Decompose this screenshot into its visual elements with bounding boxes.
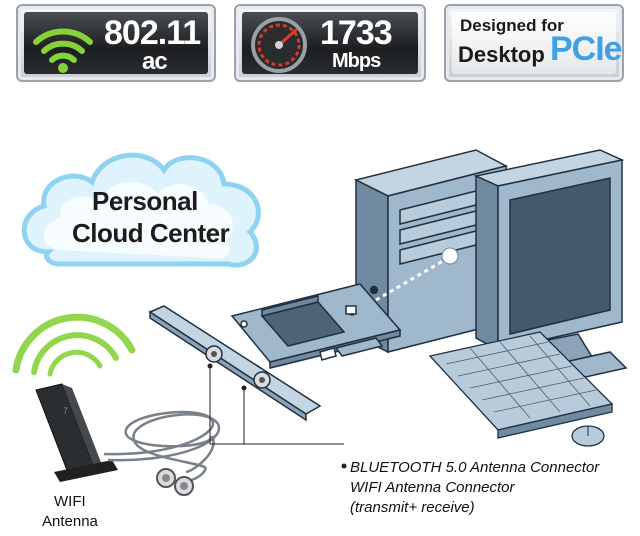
pcie-brand-text: PCIe [550,30,623,68]
antenna-connector-ports [205,345,271,389]
wifi-waves-icon [12,313,136,377]
pcie-badge: Designed for Desktop PCIe [444,4,624,82]
bluetooth-connector-label: BLUETOOTH 5.0 Antenna Connector [350,459,600,476]
wifi-connector-label: WIFI Antenna Connector [350,479,515,496]
cloud-title-line2: Cloud Center [72,218,230,248]
speed-badge: 1733 Mbps [234,4,426,82]
antenna-device: 7 [35,383,118,482]
wifi-standard-text: 802.11 [104,14,201,52]
connector-leader-lines [207,363,347,469]
speed-unit-text: Mbps [332,50,381,72]
svg-text:7: 7 [63,406,68,416]
wifi-standard-badge: 802.11 ac [16,4,216,82]
monitor [473,149,628,389]
keyboard [428,331,614,439]
pcie-card [148,283,402,422]
speedometer-icon [251,17,307,73]
cloud-title-line1: Personal [92,186,198,216]
wifi-connector-note: (transmit+ receive) [350,499,475,516]
wifi-standard-subtext: ac [142,48,168,75]
cloud-shape [21,152,261,268]
wifi-signal-icon [33,28,93,73]
antenna-label-line1: WIFI [54,493,86,510]
antenna-connector-plugs [156,468,194,496]
pcie-line1-text: Designed for [460,16,564,35]
mouse [571,425,605,447]
install-link [375,247,459,302]
speed-value-text: 1733 [320,14,393,52]
pcie-line2-text: Desktop [458,42,545,67]
badge-background [452,12,616,74]
antenna-label-line2: Antenna [42,513,98,530]
